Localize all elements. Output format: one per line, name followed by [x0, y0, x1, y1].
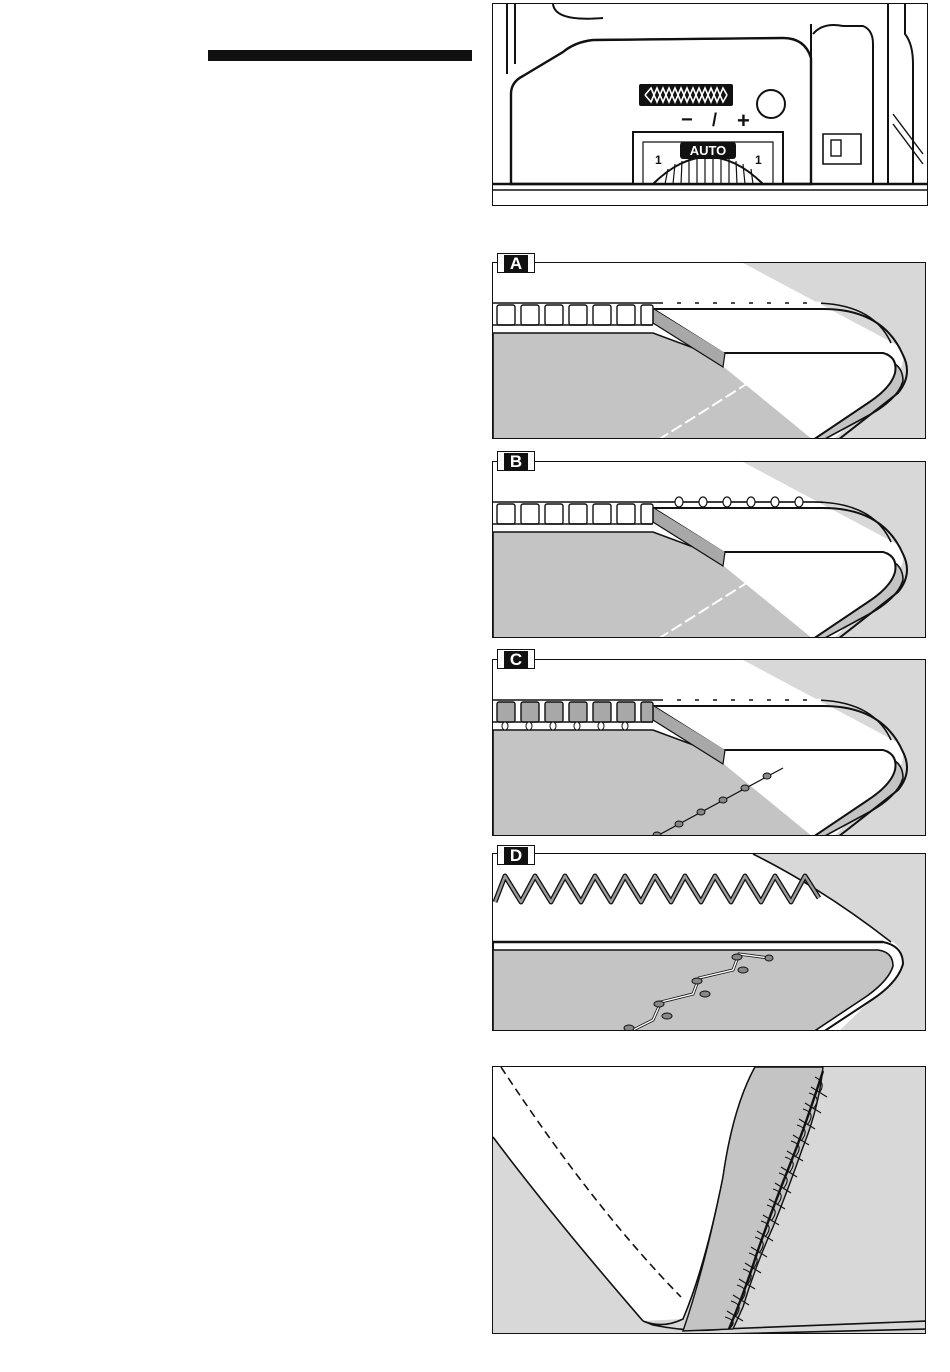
figure-d-seam [492, 853, 926, 1031]
rolled-hem-figure [492, 1066, 926, 1334]
minus-sign: − [681, 109, 693, 131]
plus-sign: + [737, 108, 750, 133]
dial-right-tick: 1 [755, 153, 762, 167]
rolled-hem-illustration [493, 1067, 926, 1334]
machine-dial-figure: − / + AUTO 1 1 [492, 3, 928, 206]
figure-c-illustration [493, 660, 926, 836]
figure-c-label: C [497, 649, 535, 669]
figure-d-illustration [493, 854, 926, 1031]
figure-a-seam [492, 262, 926, 439]
figure-c-seam [492, 659, 926, 836]
figure-a-label: A [497, 253, 535, 273]
figure-b-illustration [493, 462, 926, 638]
slash-mark: / [712, 110, 717, 130]
figure-d-label: D [497, 845, 535, 865]
figure-b-seam [492, 461, 926, 638]
auto-dial-label: AUTO [690, 143, 727, 158]
figure-b-label: B [497, 451, 535, 471]
figure-a-illustration [493, 263, 926, 439]
dial-left-tick: 1 [655, 153, 662, 167]
section-heading-rule [208, 50, 472, 61]
machine-dial-illustration: − / + AUTO 1 1 [493, 4, 928, 206]
